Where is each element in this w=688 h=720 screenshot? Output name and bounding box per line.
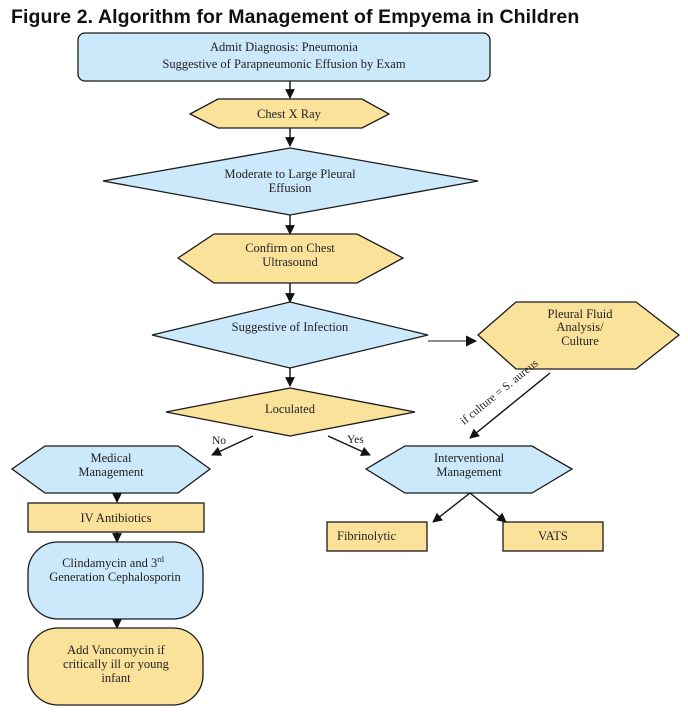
node-iv-antibiotics: IV Antibiotics — [27, 502, 205, 533]
edge-pleural-interventional — [469, 372, 551, 439]
node-admit-diagnosis: Admit Diagnosis: Pneumonia Suggestive of… — [77, 32, 491, 82]
node-label: Management — [436, 465, 502, 479]
edge-interventional-vats — [469, 492, 507, 523]
node-label: Admit Diagnosis: Pneumonia — [210, 40, 358, 54]
node-shape — [151, 301, 429, 369]
node-label: Fibrinolytic — [337, 529, 396, 543]
edge-label-culture: if culture = S. aureus — [458, 357, 541, 427]
node-shape — [77, 32, 491, 82]
node-shape — [27, 502, 205, 533]
node-shape — [165, 387, 416, 437]
node-pleural-effusion-decision: Moderate to Large Pleural Effusion — [102, 147, 479, 216]
node-label: Management — [78, 465, 144, 479]
node-pleural-fluid-analysis: Pleural Fluid Analysis/ Culture — [477, 301, 681, 370]
node-label: Pleural Fluid — [548, 307, 614, 321]
node-shape — [502, 521, 604, 552]
node-shape — [176, 233, 405, 284]
node-clindamycin-cephalosporin: Clindamycin and 3rd Generation Cephalosp… — [27, 541, 204, 620]
node-shape — [10, 445, 212, 494]
node-shape — [364, 445, 574, 494]
node-shape — [27, 541, 204, 620]
node-label: infant — [101, 671, 131, 685]
node-shape — [102, 147, 479, 216]
node-shape — [27, 627, 204, 706]
edge-loculated-medical — [211, 435, 254, 456]
node-label: Interventional — [434, 451, 505, 465]
edges — [112, 81, 551, 629]
node-label: VATS — [538, 529, 568, 543]
superscript: rd — [157, 555, 164, 564]
node-label: Loculated — [265, 402, 316, 416]
node-medical-management: Medical Management — [10, 445, 212, 494]
node-label: Suggestive of Parapneumonic Effusion by … — [162, 57, 405, 71]
figure-title: Figure 2. Algorithm for Management of Em… — [11, 6, 580, 28]
edge-label-yes: Yes — [347, 434, 364, 446]
node-chest-x-ray: Chest X Ray — [188, 98, 391, 129]
node-label: Culture — [561, 334, 599, 348]
node-shape — [188, 98, 391, 129]
node-label: Confirm on Chest — [245, 241, 335, 255]
edge-label-no: No — [212, 435, 226, 447]
edge-interventional-fibrinolytic — [432, 492, 471, 523]
node-fibrinolytic: Fibrinolytic — [326, 521, 428, 552]
node-label: Add Vancomycin if — [67, 643, 166, 657]
node-label: IV Antibiotics — [81, 511, 152, 525]
node-label: Generation Cephalosporin — [49, 570, 181, 584]
node-interventional-management: Interventional Management — [364, 445, 574, 494]
node-loculated-decision: Loculated — [165, 387, 416, 437]
node-label: Effusion — [269, 181, 313, 195]
node-label: Clindamycin and 3rd — [62, 555, 164, 570]
node-shape — [477, 301, 681, 370]
edge-loculated-interventional — [327, 435, 371, 456]
node-add-vancomycin: Add Vancomycin if critically ill or youn… — [27, 627, 204, 706]
node-label: Ultrasound — [262, 255, 318, 269]
node-label: Analysis/ — [556, 320, 604, 334]
node-vats: VATS — [502, 521, 604, 552]
node-label: critically ill or young — [63, 657, 170, 671]
node-shape — [326, 521, 428, 552]
node-label: Moderate to Large Pleural — [224, 167, 356, 181]
node-label: Medical — [91, 451, 132, 465]
node-label: Chest X Ray — [257, 107, 322, 121]
node-label-text: Clindamycin and 3 — [62, 556, 157, 570]
node-label: Suggestive of Infection — [232, 320, 349, 334]
node-suggestive-infection-decision: Suggestive of Infection — [151, 301, 429, 369]
node-confirm-ultrasound: Confirm on Chest Ultrasound — [176, 233, 405, 284]
